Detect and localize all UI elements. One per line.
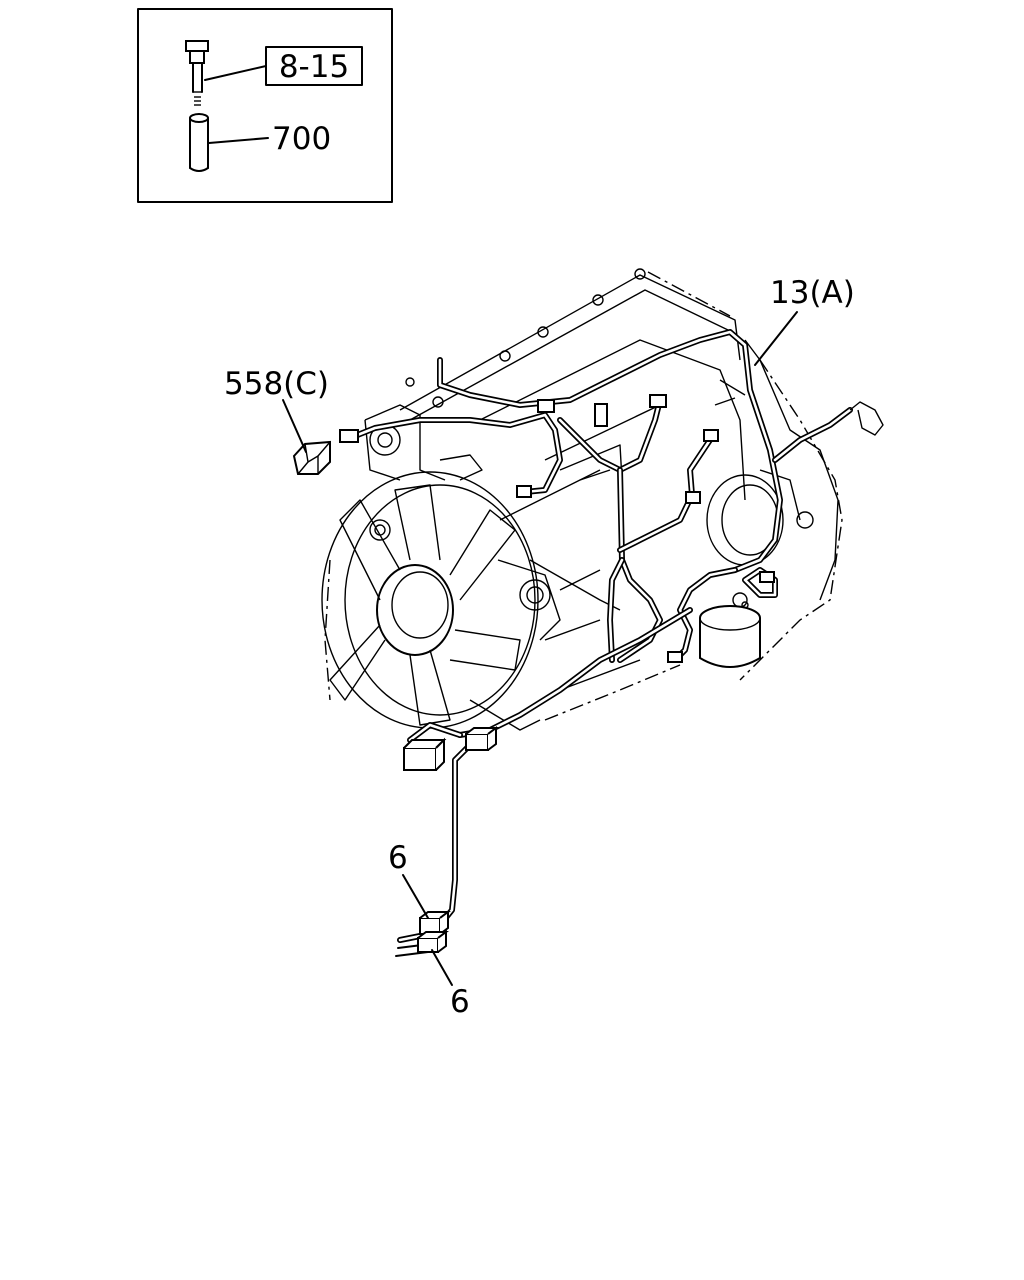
connector-injector-1 [537, 399, 555, 413]
ref-box-frame [265, 46, 363, 86]
connector-right-upper [703, 429, 719, 442]
connector-starter [759, 571, 775, 583]
cooling-fan [321, 471, 561, 731]
leader-6-upper [402, 874, 429, 919]
callouts: 13(A) 558(C) 6 6 [224, 275, 855, 1020]
bolt-drawing [185, 40, 209, 106]
starter-motor [699, 605, 761, 668]
head-studs [405, 268, 646, 408]
connector-injector-2 [516, 485, 532, 498]
connector-front-main [403, 737, 447, 771]
inset-frame [137, 8, 393, 203]
connector-sensor-top [594, 403, 608, 427]
part-558c-label: 558(C) [224, 366, 329, 402]
connector-right-mid [685, 491, 701, 504]
part-6-upper-label: 6 [388, 840, 408, 876]
connector-front-top [339, 429, 359, 443]
connector-front-secondary [465, 726, 499, 751]
leader-700 [208, 137, 269, 144]
part-13a-label: 13(A) [770, 275, 855, 311]
part-6-lower-label: 6 [450, 984, 470, 1020]
leader-ref-box [204, 65, 267, 81]
part-700-label: 700 [272, 121, 331, 157]
connectors [292, 394, 775, 953]
ref-box-label: 8-15 [279, 49, 349, 85]
leader-13a [754, 311, 798, 366]
connector-6-upper [419, 910, 451, 935]
connector-injector-3 [649, 394, 667, 408]
sleeve-drawing [189, 113, 209, 172]
inset-panel: 8-15 700 [137, 8, 393, 203]
connector-6-lower [417, 930, 449, 953]
leader-6-lower [431, 949, 453, 986]
clip-558c [292, 440, 331, 475]
leader-558c [282, 399, 307, 453]
connector-lower [667, 651, 683, 663]
